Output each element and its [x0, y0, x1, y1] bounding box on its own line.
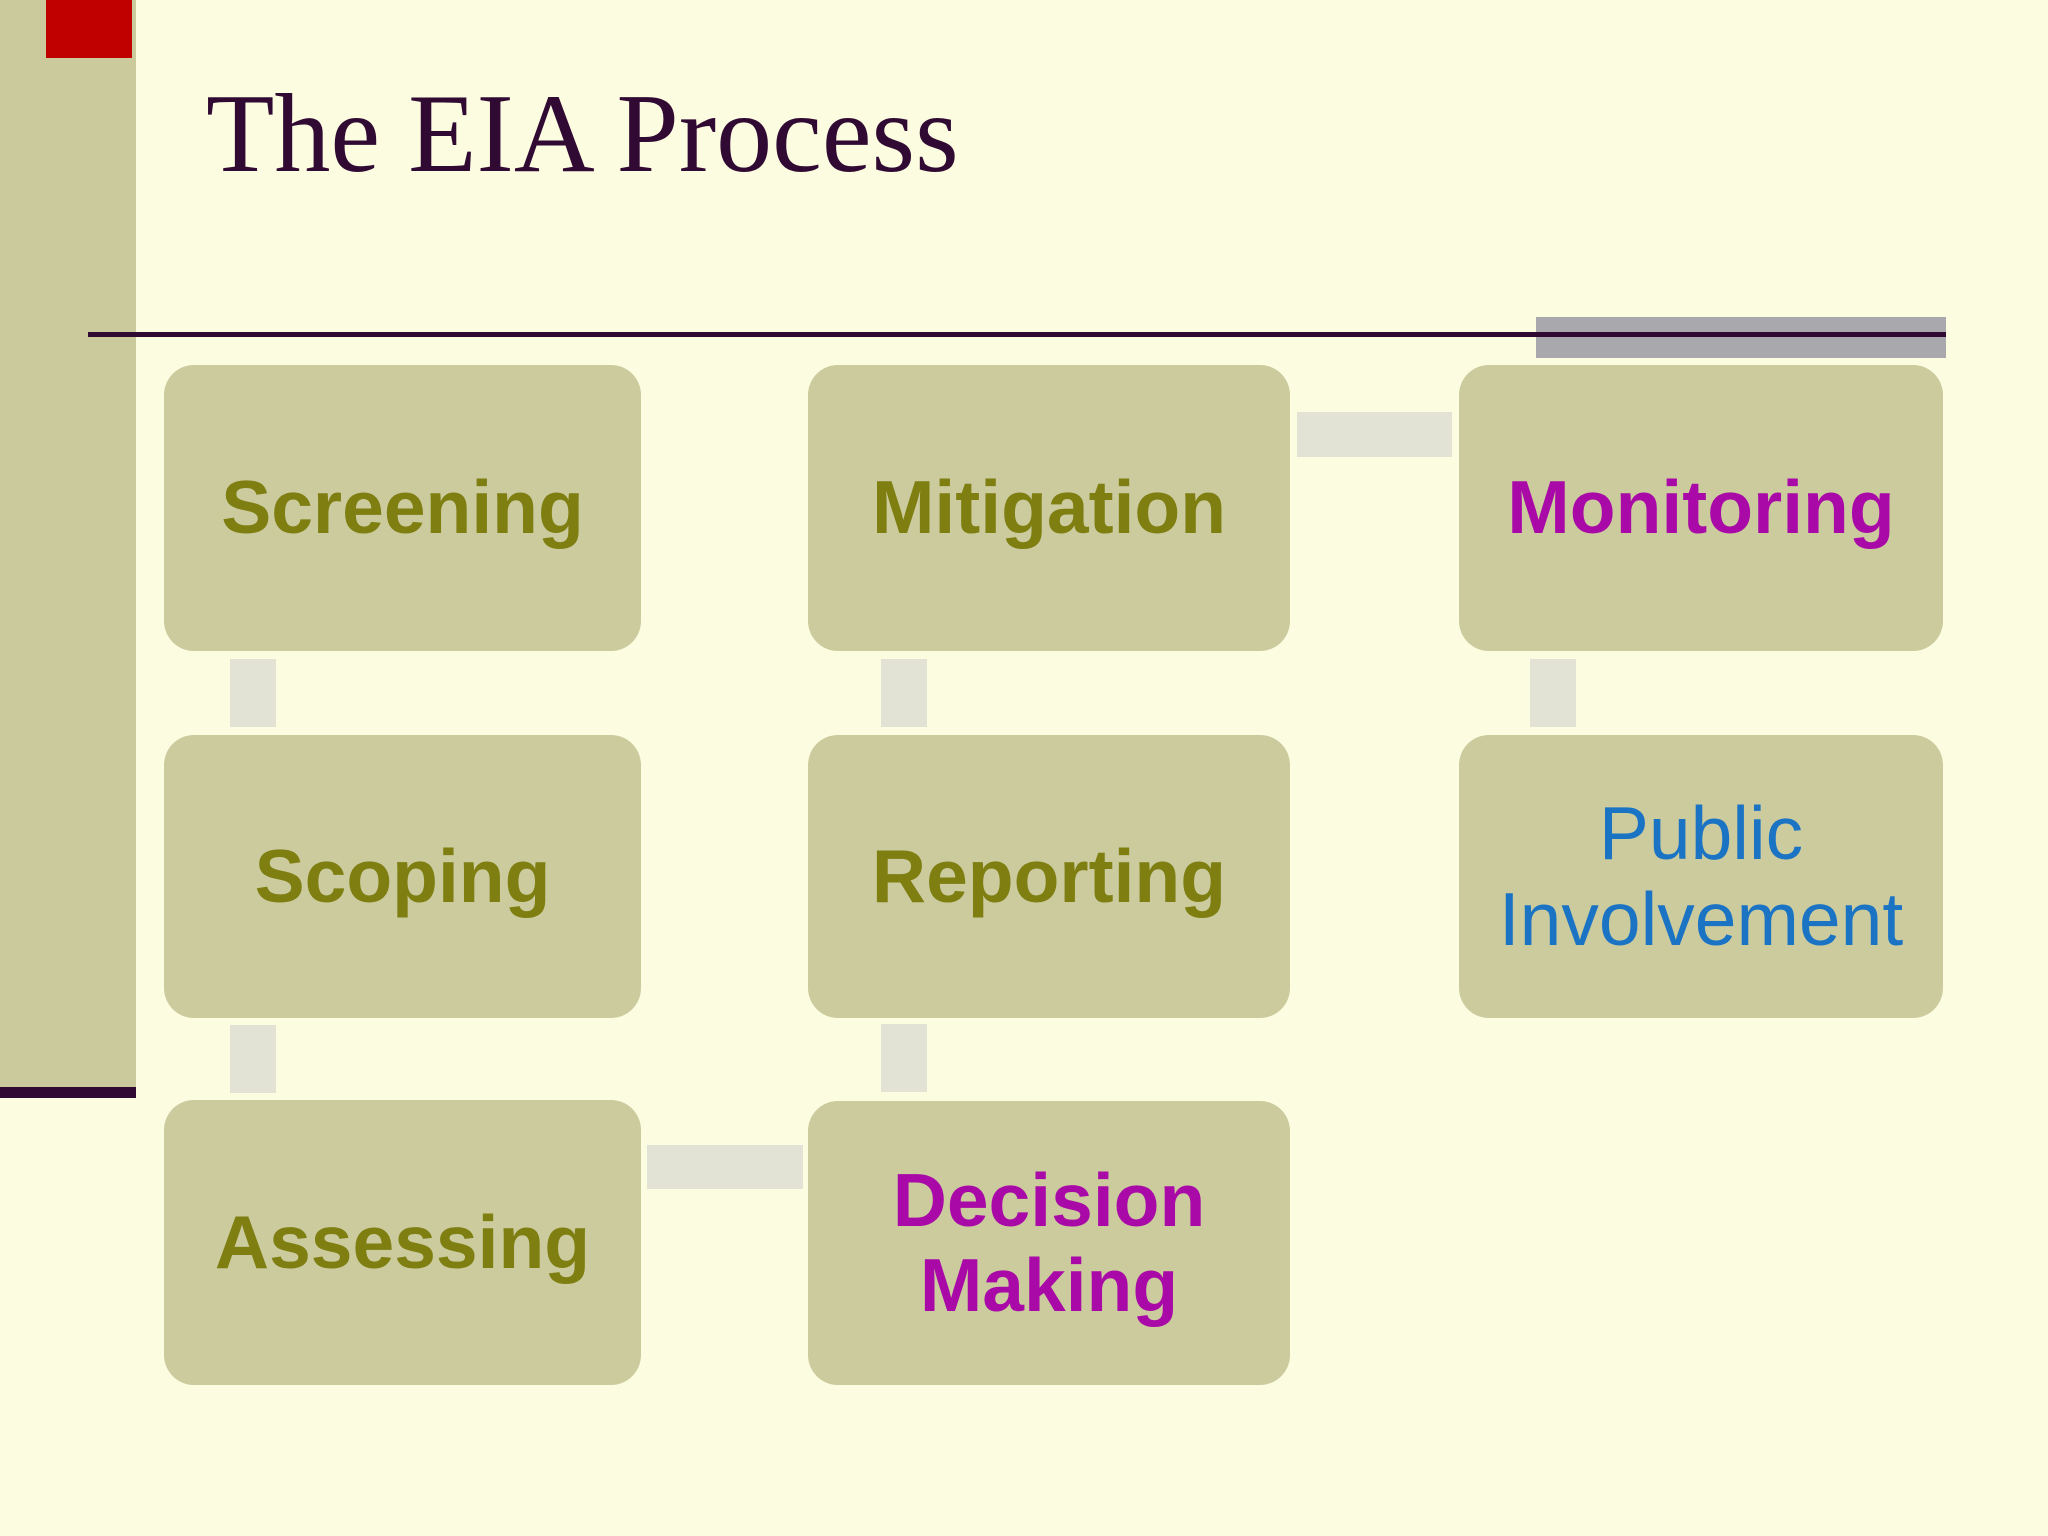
connector-assessing-decision-making [647, 1145, 803, 1189]
connector-reporting-decision-making [881, 1024, 927, 1092]
connector-mitigation-reporting [881, 659, 927, 727]
node-label: Reporting [871, 833, 1227, 918]
gray-accent-bar [1536, 317, 1946, 358]
connector-monitoring-public-involvement [1530, 659, 1576, 727]
node-mitigation: Mitigation [808, 365, 1290, 651]
node-scoping: Scoping [164, 735, 641, 1018]
node-label: Scoping [254, 833, 551, 918]
stripe-bottom-accent-bar [0, 1087, 136, 1098]
left-stripe [0, 0, 136, 1087]
node-label: Mitigation [871, 465, 1227, 550]
connector-scoping-assessing [230, 1025, 276, 1093]
node-reporting: Reporting [808, 735, 1290, 1018]
node-label: Monitoring [1507, 465, 1895, 550]
node-label: Public Involvement [1498, 791, 1904, 961]
title-underline-rule [88, 332, 1946, 337]
connector-screening-scoping [230, 659, 276, 727]
node-assessing: Assessing [164, 1100, 641, 1385]
red-accent-block [46, 0, 132, 58]
node-label: Assessing [214, 1199, 591, 1284]
node-public-involvement: Public Involvement [1459, 735, 1943, 1018]
node-monitoring: Monitoring [1459, 365, 1943, 651]
slide-title: The EIA Process [206, 72, 959, 196]
node-label: Decision Making [892, 1157, 1206, 1328]
node-screening: Screening [164, 365, 641, 651]
node-decision-making: Decision Making [808, 1101, 1290, 1385]
node-label: Screening [221, 465, 584, 550]
connector-mitigation-monitoring [1297, 412, 1452, 457]
